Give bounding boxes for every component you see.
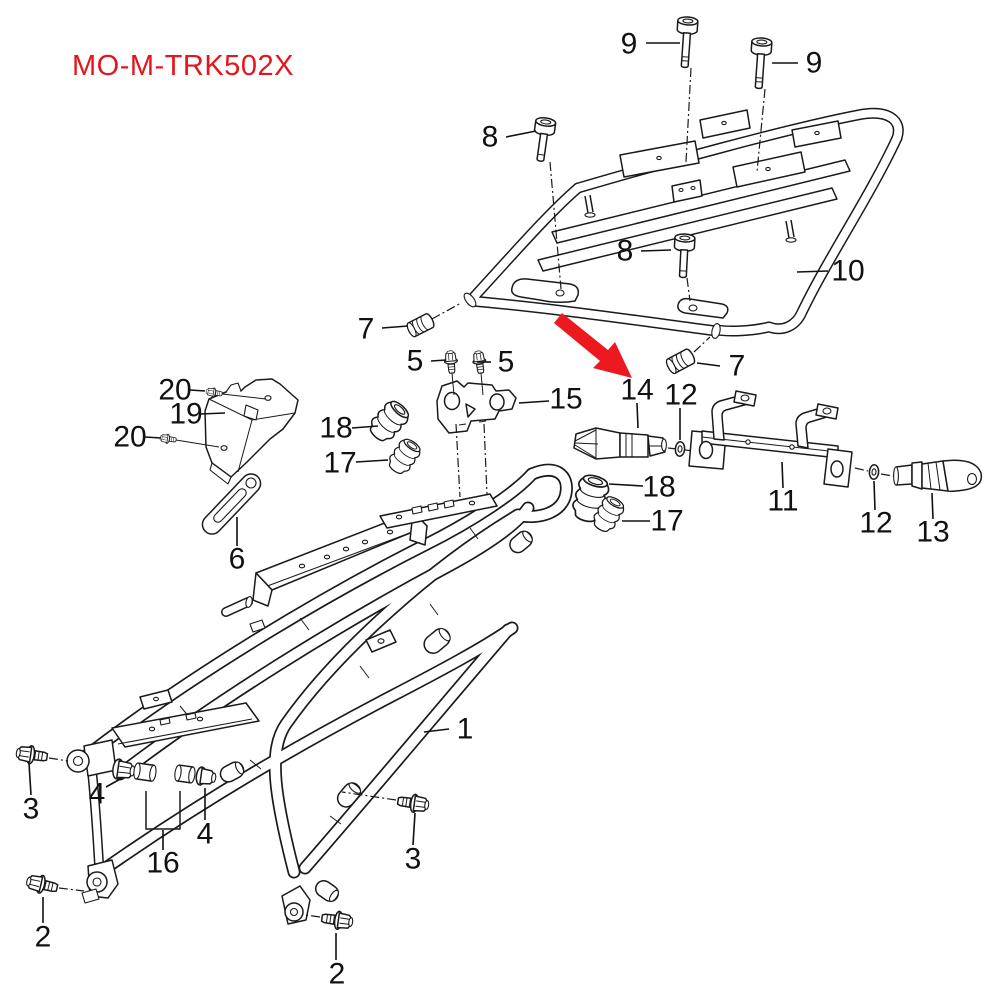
bolt-2: [319, 908, 355, 932]
callout-8: 8: [482, 121, 499, 154]
frame-boss: [336, 782, 362, 808]
callout-3: 3: [405, 843, 422, 876]
callout-6: 6: [229, 543, 246, 576]
leader-line: [144, 436, 162, 439]
part-number-title: MO-M-TRK502X: [72, 50, 294, 82]
callout-2: 2: [35, 921, 52, 954]
leader-line: [518, 400, 550, 404]
subframe-drawing: [66, 463, 573, 925]
grab-handle-assembly: [573, 390, 983, 493]
callout-5: 5: [407, 345, 424, 378]
front-crossmember: [111, 702, 260, 748]
bolt-5: [443, 349, 459, 375]
leader-line: [873, 480, 876, 511]
callout-9: 9: [621, 28, 638, 61]
callout-8: 8: [617, 235, 634, 268]
callout-16: 16: [146, 847, 179, 880]
frame-boss: [314, 879, 340, 903]
leader-line: [381, 325, 409, 329]
leader-line: [505, 130, 537, 138]
leader-line: [412, 812, 416, 846]
pointer-arrow: [554, 313, 632, 378]
frame-boss: [423, 627, 451, 654]
group-bracket-16: [145, 791, 181, 830]
callout-18: 18: [319, 412, 352, 445]
frame-boss: [509, 530, 533, 554]
callout-18: 18: [642, 471, 675, 504]
bracket-15-group: [436, 349, 517, 498]
rack-slat: [537, 187, 838, 272]
leader-line: [355, 459, 389, 463]
leader-line: [430, 359, 447, 362]
callout-3: 3: [23, 793, 40, 826]
leader-line: [931, 492, 934, 520]
callout-15: 15: [549, 383, 582, 416]
damper-18: [364, 396, 414, 447]
leader-line: [199, 412, 226, 415]
leader-line: [608, 483, 644, 487]
bushing-group: [112, 758, 217, 830]
callout-12: 12: [859, 507, 892, 540]
frame-fasteners: [14, 743, 431, 932]
luggage-rack-drawing: [463, 107, 904, 339]
rack-mount-tab: [677, 297, 729, 319]
bolt-3: [395, 791, 431, 815]
callout-9: 9: [806, 47, 823, 80]
callout-2: 2: [329, 958, 346, 991]
callout-4: 4: [89, 778, 106, 811]
screw-20: [159, 432, 178, 446]
callout-7: 7: [729, 350, 746, 383]
end-cap-7: [663, 346, 698, 376]
leader-line: [189, 389, 206, 392]
leader-line: [640, 249, 672, 252]
rack-mount-tab: [510, 278, 580, 304]
callout-4: 4: [197, 818, 214, 851]
toolbox-group: [159, 378, 299, 535]
callout-20: 20: [113, 421, 146, 454]
rack-fasteners: [404, 15, 773, 376]
callout-12: 12: [664, 379, 697, 412]
bracket-11: [688, 390, 853, 488]
leader-line: [351, 425, 379, 429]
callout-10: 10: [831, 255, 864, 288]
damper-17: [384, 435, 425, 479]
handle-14: [573, 427, 667, 460]
leader-line: [28, 762, 32, 796]
callout-19: 19: [169, 398, 202, 431]
bolt-3: [14, 743, 50, 767]
callout-17: 17: [650, 505, 683, 538]
callout-5: 5: [498, 346, 515, 379]
callout-17: 17: [323, 447, 356, 480]
bolt-2: [24, 871, 60, 898]
leader-line: [796, 270, 829, 273]
leader-line: [781, 461, 784, 489]
leader-line: [696, 362, 721, 367]
washer-12: [674, 440, 686, 458]
handle-13: [893, 459, 983, 493]
end-cap-7: [404, 311, 437, 339]
callout-1: 1: [457, 713, 474, 746]
callout-20: 20: [158, 374, 191, 407]
callout-11: 11: [767, 485, 798, 518]
frame-boss: [219, 761, 245, 783]
callout-14: 14: [620, 374, 653, 407]
washer-12: [868, 463, 880, 481]
leader-line: [423, 728, 450, 733]
leader-line: [105, 777, 123, 788]
leader-line: [636, 402, 639, 429]
callout-7: 7: [358, 313, 375, 346]
callout-13: 13: [916, 516, 949, 549]
